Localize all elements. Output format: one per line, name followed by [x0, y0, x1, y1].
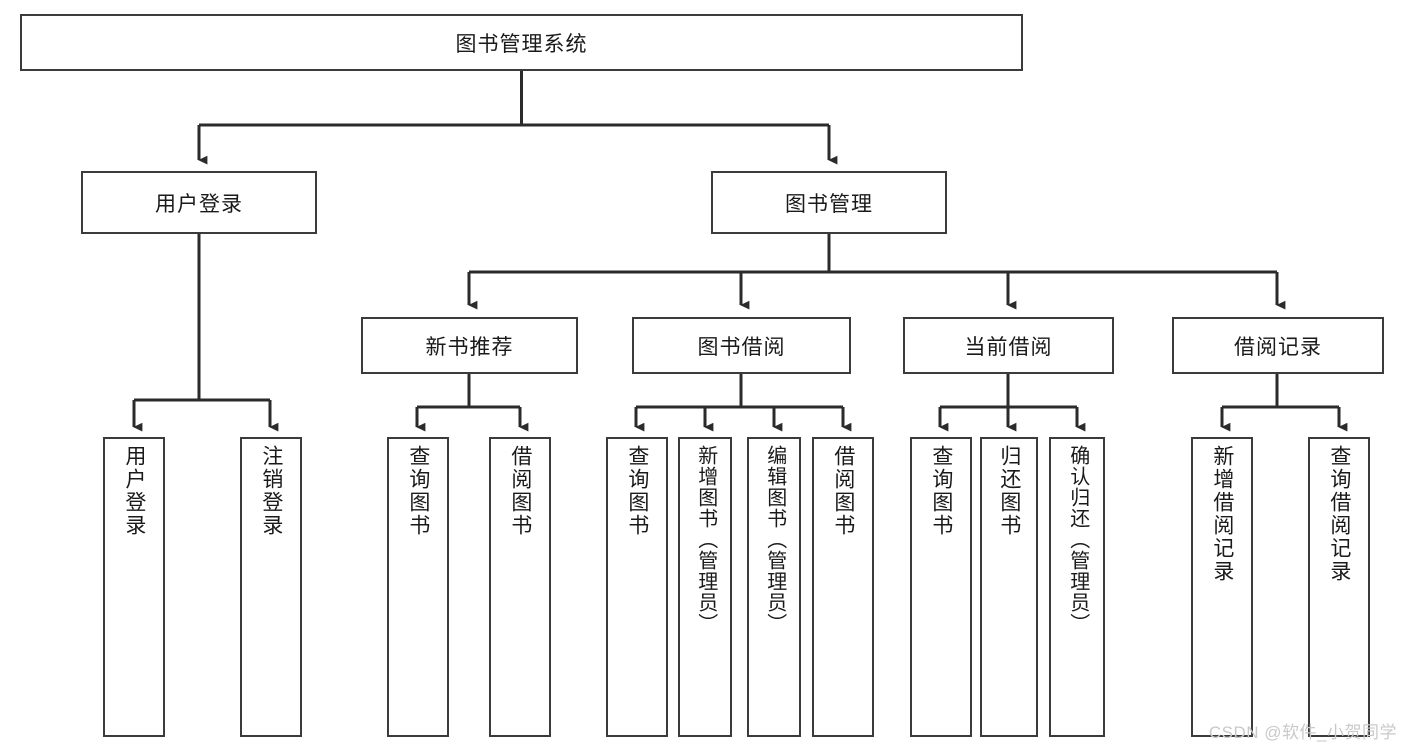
leaf-borrow-edit-book-admin[interactable]: 编辑图书（管理员） [747, 437, 801, 737]
node-label: 当前借阅 [964, 335, 1053, 359]
leaf-recommend-query-book[interactable]: 查询图书 [387, 437, 449, 737]
leaf-borrow-borrow-book[interactable]: 借阅图书 [812, 437, 874, 737]
node-label: 图书管理系统 [455, 32, 588, 56]
node-label: 查询图书 [625, 445, 649, 537]
node-user-login[interactable]: 用户登录 [81, 171, 317, 234]
node-label: 新增借阅记录 [1210, 445, 1234, 583]
node-label: 用户登录 [122, 445, 146, 537]
node-label: 查询图书 [406, 445, 430, 537]
node-label: 借阅图书 [831, 445, 855, 537]
node-label: 新书推荐 [425, 335, 514, 359]
node-label: 查询借阅记录 [1327, 445, 1351, 583]
node-root-system[interactable]: 图书管理系统 [20, 14, 1023, 71]
node-label: 编辑图书（管理员） [763, 445, 786, 634]
leaf-current-query-book[interactable]: 查询图书 [910, 437, 972, 737]
node-label: 查询图书 [929, 445, 953, 537]
leaf-user-login-signout[interactable]: 注销登录 [240, 437, 302, 737]
node-book-borrow[interactable]: 图书借阅 [632, 317, 851, 374]
node-current-borrow[interactable]: 当前借阅 [903, 317, 1114, 374]
leaf-borrow-query-book[interactable]: 查询图书 [606, 437, 668, 737]
leaf-user-login-signin[interactable]: 用户登录 [103, 437, 165, 737]
leaf-record-add-record[interactable]: 新增借阅记录 [1191, 437, 1253, 737]
leaf-record-query-record[interactable]: 查询借阅记录 [1308, 437, 1370, 737]
node-borrow-record[interactable]: 借阅记录 [1172, 317, 1384, 374]
leaf-borrow-add-book-admin[interactable]: 新增图书（管理员） [678, 437, 732, 737]
csdn-watermark: CSDN @软件_小贺同学 [1208, 723, 1397, 742]
leaf-current-return-book[interactable]: 归还图书 [980, 437, 1038, 737]
node-label: 确认归还（管理员） [1066, 445, 1089, 634]
node-label: 图书借阅 [697, 335, 786, 359]
node-label: 用户登录 [155, 192, 243, 216]
leaf-current-confirm-return-admin[interactable]: 确认归还（管理员） [1049, 437, 1105, 737]
node-label: 借阅图书 [508, 445, 532, 537]
leaf-recommend-borrow-book[interactable]: 借阅图书 [489, 437, 551, 737]
node-label: 注销登录 [259, 445, 283, 537]
node-label: 新增图书（管理员） [694, 445, 717, 634]
node-label: 借阅记录 [1234, 335, 1322, 359]
node-label: 图书管理 [785, 192, 873, 216]
node-book-management[interactable]: 图书管理 [711, 171, 947, 234]
node-new-book-recommend[interactable]: 新书推荐 [361, 317, 578, 374]
node-label: 归还图书 [997, 445, 1021, 537]
